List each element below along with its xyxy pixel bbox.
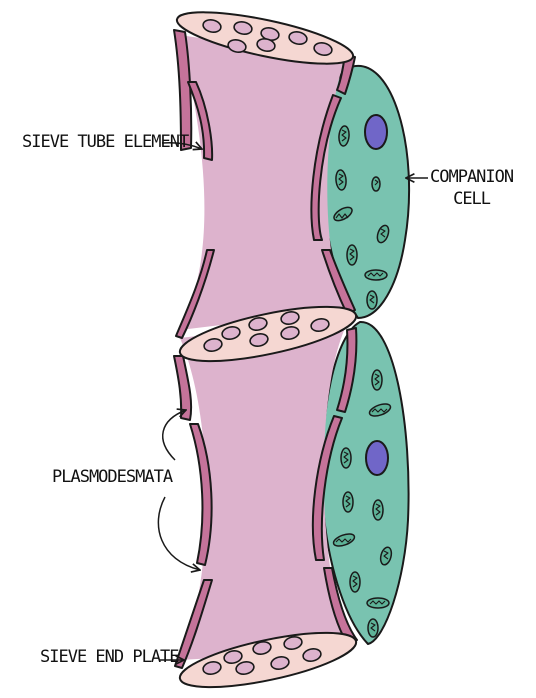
sieve-tube-element-label: SIEVE TUBE ELEMENT bbox=[22, 132, 189, 152]
mitochondrion-icon bbox=[366, 290, 378, 310]
sieve-end-plate-bottom bbox=[178, 631, 358, 689]
sieve-pore-icon bbox=[249, 333, 269, 347]
mitochondrion-icon bbox=[367, 618, 379, 638]
companion-cell-label-line2: CELL bbox=[453, 189, 491, 209]
sieve-pore-icon bbox=[310, 318, 330, 332]
mitochondrion-icon bbox=[335, 169, 347, 191]
mitochondria bbox=[332, 125, 393, 638]
mitochondrion-icon bbox=[364, 269, 388, 281]
sieve-pore-icon bbox=[280, 311, 300, 325]
mitochondrion-icon bbox=[342, 491, 354, 513]
sieve-pore-icon bbox=[270, 656, 290, 670]
sieve-pore-icon bbox=[288, 31, 308, 45]
mitochondrion-icon bbox=[349, 571, 361, 593]
sieve-tube-element-arrow bbox=[161, 143, 202, 149]
mitochondrion-icon bbox=[371, 369, 383, 391]
mitochondrion-icon bbox=[372, 499, 384, 521]
sieve-pore-icon bbox=[235, 661, 255, 675]
sieve-pores bbox=[202, 19, 333, 675]
sieve-tube-element-upper bbox=[180, 35, 345, 330]
cell-wall-left bbox=[173, 29, 215, 669]
mitochondrion-icon bbox=[368, 403, 392, 417]
mitochondrion-icon bbox=[379, 546, 393, 566]
sieve-pore-icon bbox=[252, 641, 272, 655]
sieve-pore-icon bbox=[313, 42, 333, 56]
sieve-pore-icon bbox=[233, 21, 253, 35]
sieve-pore-icon bbox=[280, 326, 300, 340]
sieve-pore-icon bbox=[256, 38, 276, 52]
sieve-tube-element-lower bbox=[180, 318, 350, 660]
label-arrows bbox=[157, 143, 428, 660]
mitochondrion-icon bbox=[332, 533, 356, 547]
sieve-pore-icon bbox=[203, 338, 223, 352]
sieve-pore-icon bbox=[202, 19, 222, 33]
sieve-pore-icon bbox=[248, 317, 268, 331]
plasmodesmata-arrow-lower bbox=[157, 496, 200, 570]
plasmodesmata-arrow-upper bbox=[162, 410, 186, 461]
mitochondrion-icon bbox=[346, 244, 358, 266]
mitochondrion-icon bbox=[366, 597, 390, 609]
nucleus-icon bbox=[365, 440, 389, 476]
companion-cell-label: COMPANION CELL bbox=[430, 166, 514, 210]
sieve-pore-icon bbox=[227, 39, 247, 53]
sieve-pore-icon bbox=[223, 650, 243, 664]
companion-cell-label-line1: COMPANION bbox=[430, 167, 514, 187]
nuclei bbox=[364, 114, 389, 476]
sieve-plate-middle bbox=[178, 305, 358, 363]
mitochondrion-icon bbox=[340, 447, 352, 469]
sieve-pore-icon bbox=[283, 636, 303, 650]
plasmodesmata-label: PLASMODESMATA bbox=[52, 467, 173, 487]
sieve-pore-icon bbox=[202, 661, 222, 675]
sieve-pore-icon bbox=[221, 326, 241, 340]
nucleus-icon bbox=[364, 114, 388, 150]
mitochondrion-icon bbox=[376, 224, 390, 244]
mitochondrion-icon bbox=[338, 125, 350, 147]
mitochondrion-icon bbox=[371, 176, 381, 192]
sieve-end-plate-label: SIEVE END PLATE bbox=[40, 647, 180, 667]
sieve-pore-icon bbox=[302, 648, 322, 662]
mitochondrion-icon bbox=[333, 206, 353, 222]
